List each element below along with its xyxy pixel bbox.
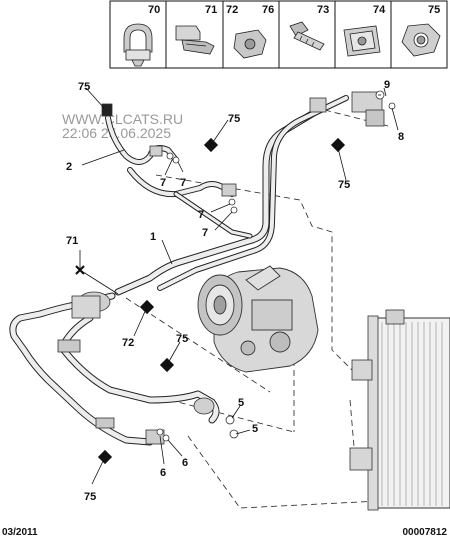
callout-6-a: 6 xyxy=(160,467,166,479)
legend-number-70: 70 xyxy=(148,4,160,16)
legend-number-71: 71 xyxy=(205,4,217,16)
callout-labels: 75 2 7 7 7 7 75 9 8 75 1 71 72 75 5 5 6 … xyxy=(66,79,404,503)
callout-71: 71 xyxy=(66,235,78,247)
callout-6-b: 6 xyxy=(182,457,188,469)
legend-number-76: 76 xyxy=(262,4,274,16)
callout-75-mid: 75 xyxy=(228,113,240,125)
pipe-lines xyxy=(9,95,349,446)
cage-nut-icon xyxy=(343,25,381,57)
callout-2: 2 xyxy=(66,161,72,173)
watermark-timestamp: 22:06 25.06.2025 xyxy=(62,125,171,141)
callout-7-c: 7 xyxy=(198,209,204,221)
leader-lines xyxy=(79,87,399,485)
callout-75-top: 75 xyxy=(78,81,90,93)
sealing-pad-icon xyxy=(233,29,267,59)
pipe-fittings xyxy=(57,90,396,445)
callout-7-b: 7 xyxy=(180,177,186,189)
callout-7-d: 7 xyxy=(202,227,208,239)
date-code: 03/2011 xyxy=(2,527,38,538)
spring-clip-icon xyxy=(123,23,153,67)
reference-code: 00007812 xyxy=(402,527,448,538)
legend-number-74: 74 xyxy=(373,4,386,16)
hex-nut-icon xyxy=(401,23,441,57)
watermark-site: WWW.CLCATS.RU xyxy=(62,111,183,127)
legend-number-72: 72 xyxy=(226,4,238,16)
legend-number-73: 73 xyxy=(317,4,329,16)
marker-75-right xyxy=(330,137,346,153)
callout-8: 8 xyxy=(398,131,404,143)
condenser xyxy=(349,309,450,511)
flange-bolt-icon xyxy=(289,21,325,51)
callout-9: 9 xyxy=(384,79,390,91)
callout-1: 1 xyxy=(150,231,156,243)
callout-5-a: 5 xyxy=(238,397,244,409)
ac-compressor xyxy=(197,265,319,373)
callout-72: 72 xyxy=(122,337,134,349)
fastener-legend: 70 71 72 76 73 74 75 xyxy=(109,0,448,69)
callout-5-b: 5 xyxy=(252,423,258,435)
callout-75-right: 75 xyxy=(338,179,350,191)
legend-number-75: 75 xyxy=(428,4,440,16)
callout-75-bottom: 75 xyxy=(84,491,96,503)
callout-7-a: 7 xyxy=(160,177,166,189)
callout-75-low: 75 xyxy=(176,333,188,345)
pipe-clip-icon xyxy=(175,25,215,55)
